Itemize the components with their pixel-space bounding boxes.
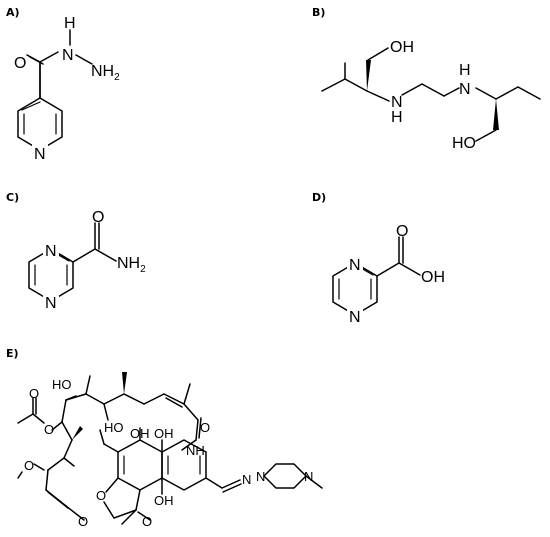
structure-e-bonds <box>17 372 323 525</box>
atom-a-amine-main: NH <box>91 63 114 80</box>
atom-e-hydroxyl-top: HO <box>52 377 72 392</box>
atom-b-hydrogen-left: H <box>391 109 403 126</box>
atom-b-nitrogen-right: N <box>459 81 471 98</box>
atom-e-piperazine-nitrogen-2: N <box>304 469 313 484</box>
structure-d-bonds <box>332 236 421 316</box>
panel-d: D) O OH N N <box>312 191 445 326</box>
atom-e-ester-oxygen: O <box>44 422 54 437</box>
atom-c-amine-main: NH <box>117 255 140 272</box>
panel-label-d: D) <box>312 191 326 204</box>
panel-label-a: A) <box>6 6 20 19</box>
atom-e-ketone-oxygen: O <box>142 514 152 529</box>
panel-b: B) OH N H H N HO <box>312 6 541 152</box>
atom-e-amide-nh: NH <box>186 443 205 458</box>
atom-b-hydroxyl-top: OH <box>390 39 414 56</box>
atom-e-hydroxyl-3: OH <box>154 493 174 508</box>
panel-label-c: C) <box>6 191 19 204</box>
atom-c-nitrogen-top: N <box>45 243 57 260</box>
structure-c-bonds <box>28 222 117 302</box>
structure-b-bonds <box>321 47 541 142</box>
atom-a-nitrogen: N <box>62 47 74 64</box>
atom-c-nitrogen-bottom: N <box>45 295 57 312</box>
panel-c: C) O N N NH2 <box>6 191 146 312</box>
atom-b-hydroxyl-bottom: HO <box>452 135 476 152</box>
atom-c-amine-sub: 2 <box>140 264 146 275</box>
atom-e-furan-oxygen: O <box>96 488 106 503</box>
atom-e-acetyl-oxygen: O <box>29 386 39 401</box>
atom-e-amide-oxygen: O <box>200 420 210 435</box>
panel-e: E) <box>6 347 323 529</box>
atom-a-ring-nitrogen: N <box>34 146 46 163</box>
atom-a-oxygen: O <box>14 55 26 72</box>
atom-d-hydroxyl: OH <box>421 269 445 286</box>
atom-e-hydroxyl-2: OH <box>154 426 174 441</box>
atom-c-amine: NH2 <box>117 255 146 275</box>
atom-e-piperazine-nitrogen-1: N <box>256 469 265 484</box>
atom-b-hydrogen-right: H <box>459 62 471 79</box>
panel-label-b: B) <box>312 6 325 19</box>
atom-d-nitrogen-top: N <box>349 257 361 274</box>
atom-e-hydroxyl-mid: HO <box>104 420 124 435</box>
atom-a-amine-sub: 2 <box>114 72 120 83</box>
atom-e-hydroxyl-1: OH <box>130 426 150 441</box>
atom-d-oxygen: O <box>396 223 408 240</box>
panel-label-e: E) <box>6 347 19 360</box>
structure-a-bonds <box>17 29 93 151</box>
atom-e-hydrazone-nitrogen: N <box>242 472 251 487</box>
atom-a-amine: NH2 <box>91 63 120 83</box>
atom-b-nitrogen-left: N <box>391 94 403 111</box>
atom-e-bridge-oxygen: O <box>78 514 88 529</box>
atom-d-nitrogen-bottom: N <box>349 309 361 326</box>
atom-e-methoxy-oxygen: O <box>24 458 34 473</box>
atom-a-hydrogen: H <box>64 15 76 32</box>
panel-a: A) O N H NH2 N <box>6 6 120 163</box>
atom-c-oxygen: O <box>92 209 104 226</box>
